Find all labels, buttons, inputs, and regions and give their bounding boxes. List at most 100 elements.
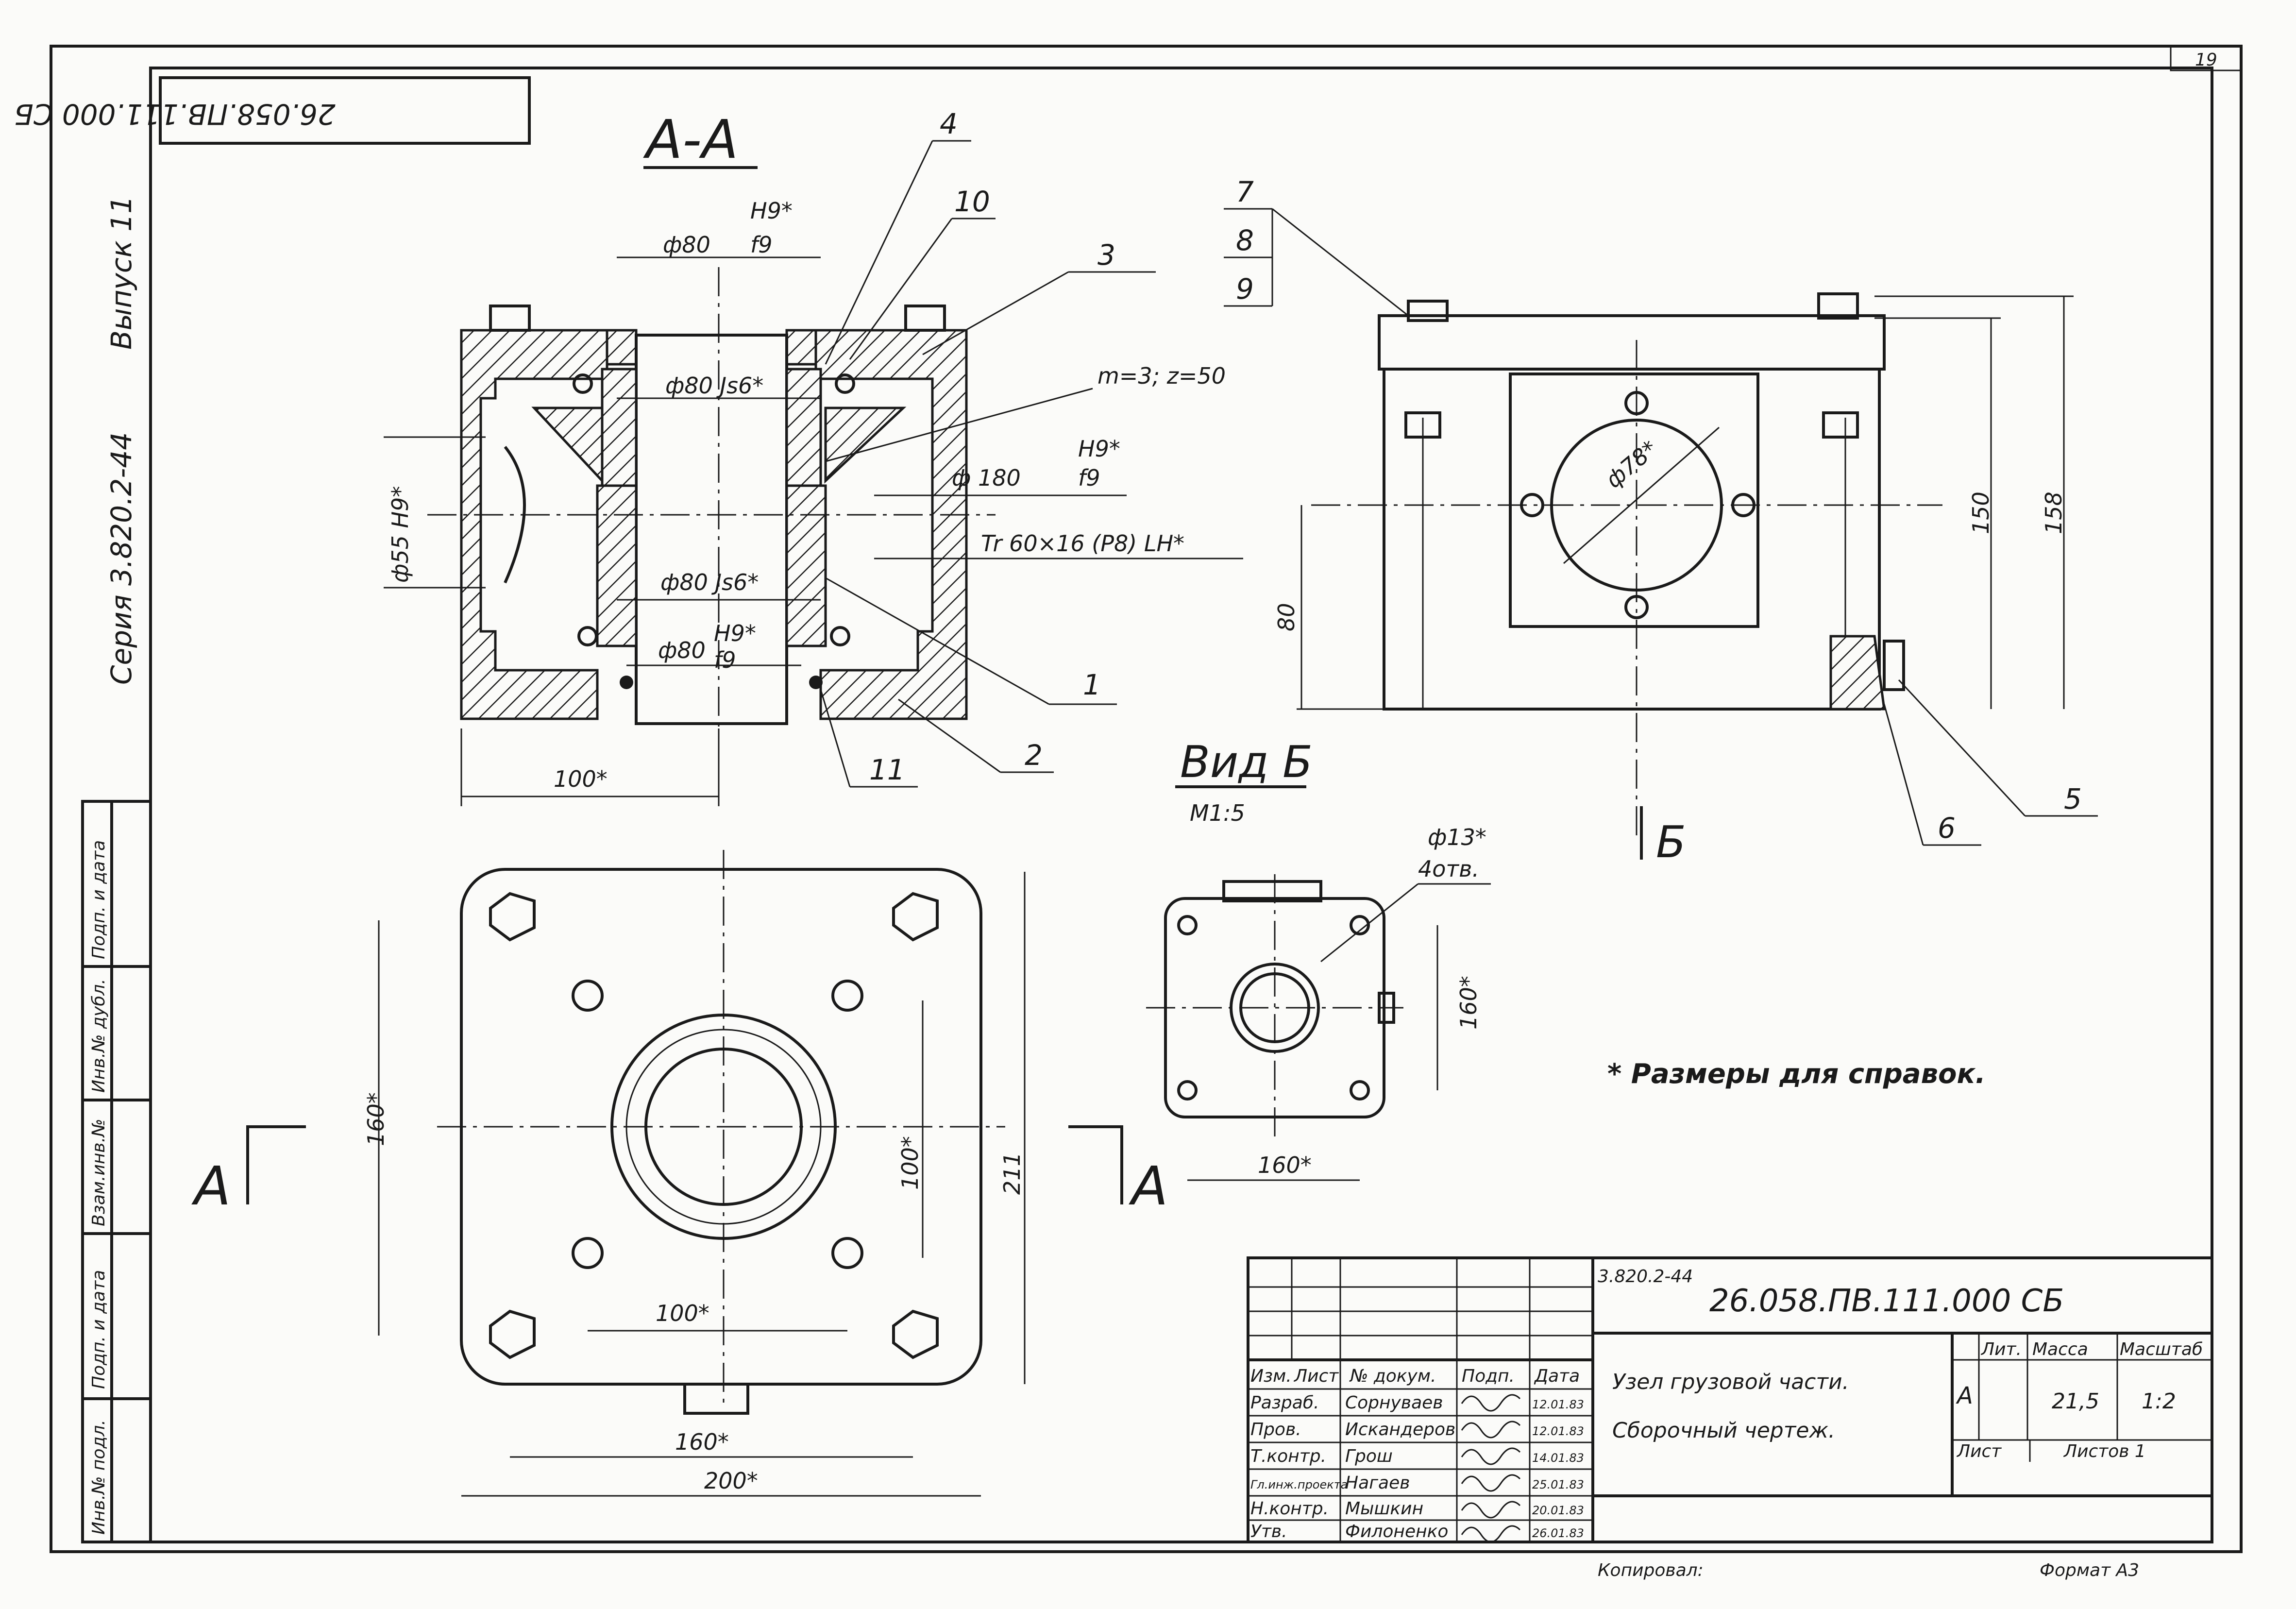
svg-text:26.058.ПВ.111.000 СБ: 26.058.ПВ.111.000 СБ — [1709, 1283, 2064, 1319]
svg-text:11: 11 — [869, 753, 905, 786]
side-series: Серия 3.820.2-44 — [105, 432, 138, 685]
svg-text:H9*: H9* — [714, 620, 756, 646]
svg-text:160*: 160* — [1258, 1152, 1312, 1178]
page-number-box — [2170, 45, 2242, 71]
svg-text:Н.контр.: Н.контр. — [1250, 1499, 1329, 1519]
svg-text:200*: 200* — [704, 1468, 758, 1494]
svg-text:f9: f9 — [714, 647, 736, 673]
svg-text:Сборочный чертеж.: Сборочный чертеж. — [1612, 1418, 1835, 1443]
svg-text:5: 5 — [2064, 782, 2082, 815]
svg-text:ф80 Js6*: ф80 Js6* — [665, 373, 763, 399]
svg-text:А: А — [1129, 1155, 1168, 1217]
svg-text:4: 4 — [940, 107, 958, 140]
svg-text:m=3; z=50: m=3; z=50 — [1097, 363, 1226, 389]
svg-text:158: 158 — [2041, 491, 2067, 534]
svg-text:Взам.инв.№: Взам.инв.№ — [89, 1118, 109, 1226]
svg-text:100*: 100* — [897, 1136, 923, 1190]
format-label: Формат А3 — [2040, 1560, 2139, 1580]
svg-text:ф13*: ф13* — [1428, 824, 1486, 850]
svg-text:25.01.83: 25.01.83 — [1532, 1478, 1584, 1491]
view-b-title: Вид Б — [1180, 737, 1313, 788]
svg-text:Сорнуваев: Сорнуваев — [1345, 1393, 1443, 1413]
svg-text:6: 6 — [1938, 812, 1956, 845]
svg-text:А: А — [1956, 1382, 1973, 1409]
side-stamp: Инв.№ подл. Подп. и дата Взам.инв.№ Инв.… — [81, 800, 152, 1543]
svg-text:Масштаб: Масштаб — [2120, 1339, 2203, 1359]
svg-text:14.01.83: 14.01.83 — [1532, 1451, 1584, 1465]
svg-text:160*: 160* — [675, 1429, 729, 1455]
inverted-stamp: 26.058.ПВ.111.000 СБ — [14, 76, 531, 145]
svg-text:Масса: Масса — [2032, 1339, 2088, 1359]
svg-text:Узел грузовой части.: Узел грузовой части. — [1612, 1370, 1849, 1394]
svg-text:9: 9 — [1236, 272, 1254, 305]
svg-text:100*: 100* — [554, 766, 608, 792]
svg-text:Инв.№ подл.: Инв.№ подл. — [89, 1420, 109, 1535]
svg-text:Т.контр.: Т.контр. — [1250, 1446, 1326, 1466]
svg-text:Подп. и дата: Подп. и дата — [89, 840, 109, 959]
svg-text:ф80 Js6*: ф80 Js6* — [660, 569, 759, 595]
svg-text:H9*: H9* — [750, 198, 793, 224]
svg-text:3.820.2-44: 3.820.2-44 — [1598, 1267, 1693, 1287]
svg-text:211: 211 — [999, 1152, 1025, 1195]
svg-text:Дата: Дата — [1534, 1366, 1580, 1386]
copied-by: Копировал: — [1598, 1560, 1704, 1580]
svg-text:12.01.83: 12.01.83 — [1532, 1424, 1584, 1438]
svg-text:Б: Б — [1656, 817, 1686, 868]
svg-text:2: 2 — [1025, 739, 1043, 772]
svg-text:160*: 160* — [363, 1092, 389, 1146]
svg-text:Утв.: Утв. — [1250, 1522, 1287, 1541]
svg-text:Tr 60×16 (P8) LH*: Tr 60×16 (P8) LH* — [981, 530, 1184, 557]
svg-text:21,5: 21,5 — [2052, 1389, 2099, 1414]
inner-frame — [149, 67, 2213, 1543]
svg-text:H9*: H9* — [1078, 436, 1120, 462]
svg-text:3: 3 — [1097, 238, 1115, 271]
section-aa-title: А-А — [643, 108, 738, 170]
svg-text:Разраб.: Разраб. — [1250, 1393, 1319, 1413]
svg-text:ф 180: ф 180 — [952, 465, 1021, 491]
section-aa: А-А ф80 H9* f9 — [384, 107, 1243, 806]
side-issue: Выпуск 11 — [105, 196, 138, 350]
svg-text:Нагаев: Нагаев — [1345, 1473, 1410, 1493]
svg-text:Лит.: Лит. — [1980, 1339, 2022, 1359]
svg-text:1: 1 — [1083, 668, 1101, 701]
svg-text:Филоненко: Филоненко — [1345, 1522, 1448, 1541]
svg-text:Подп.: Подп. — [1462, 1366, 1515, 1386]
plan-view: А А 160* 100* 211 100* 160* 200* — [191, 850, 1168, 1497]
side-view: ф78* 80 150 158 7 8 9 5 6 Б — [1224, 175, 2098, 868]
svg-text:Грош: Грош — [1345, 1446, 1393, 1466]
svg-text:10: 10 — [954, 185, 990, 218]
svg-text:Искандеров: Искандеров — [1345, 1420, 1455, 1440]
svg-text:Инв.№ дубл.: Инв.№ дубл. — [89, 979, 109, 1093]
svg-text:ф55 H9*: ф55 H9* — [387, 486, 413, 583]
svg-text:8: 8 — [1236, 224, 1254, 257]
svg-text:ф80: ф80 — [663, 232, 710, 258]
svg-text:Лист: Лист — [1293, 1366, 1339, 1386]
svg-text:Пров.: Пров. — [1250, 1420, 1301, 1440]
svg-text:100*: 100* — [656, 1300, 709, 1326]
svg-text:Лист: Лист — [1956, 1441, 2002, 1461]
svg-text:f9: f9 — [1078, 465, 1100, 491]
svg-text:Листов 1: Листов 1 — [2063, 1441, 2146, 1461]
svg-text:80: 80 — [1273, 603, 1300, 631]
svg-text:№ докум.: № докум. — [1349, 1366, 1436, 1386]
svg-text:7: 7 — [1236, 175, 1254, 208]
svg-text:Гл.инж.проекта: Гл.инж.проекта — [1250, 1478, 1348, 1491]
svg-text:Подп. и дата: Подп. и дата — [89, 1270, 109, 1389]
svg-text:160*: 160* — [1455, 976, 1482, 1030]
svg-text:150: 150 — [1968, 491, 1994, 534]
svg-text:f9: f9 — [750, 232, 772, 258]
reference-note: * Размеры для справок. — [1607, 1058, 1986, 1090]
svg-text:Изм.: Изм. — [1250, 1366, 1292, 1386]
svg-text:12.01.83: 12.01.83 — [1532, 1398, 1584, 1411]
title-block: 3.820.2-44 26.058.ПВ.111.000 СБ Узел гру… — [1247, 1256, 2213, 1543]
svg-text:20.01.83: 20.01.83 — [1532, 1504, 1584, 1517]
svg-text:ф80: ф80 — [658, 637, 706, 663]
svg-text:Мышкин: Мышкин — [1345, 1499, 1423, 1519]
svg-text:26.058.ПВ.111.000 СБ: 26.058.ПВ.111.000 СБ — [14, 98, 336, 131]
svg-text:1:2: 1:2 — [2142, 1389, 2176, 1414]
svg-text:4отв.: 4отв. — [1418, 856, 1479, 882]
svg-text:М1:5: М1:5 — [1190, 800, 1245, 826]
page-number: 19 — [2195, 50, 2217, 70]
view-b: Вид Б М1:5 ф13* 4отв. 160* 160* — [1146, 737, 1491, 1181]
